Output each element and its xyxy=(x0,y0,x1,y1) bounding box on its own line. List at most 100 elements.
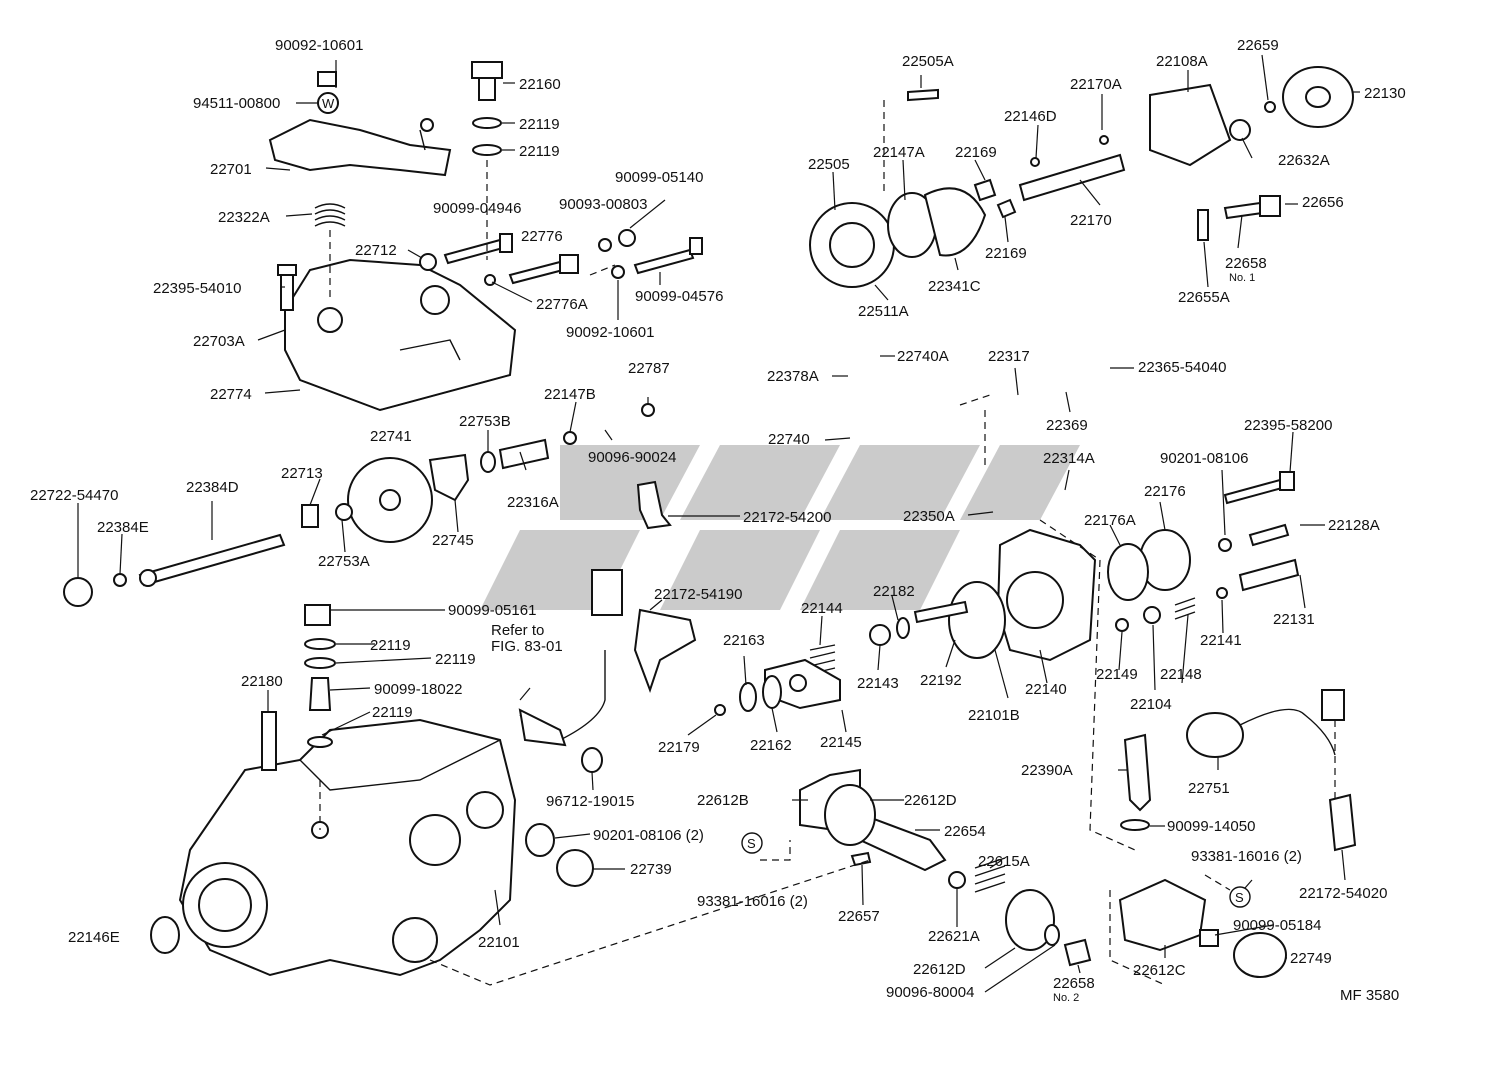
part-label: 22172-54200 xyxy=(743,509,831,526)
part-label: 22179 xyxy=(658,739,700,756)
part-label: 22741 xyxy=(370,428,412,445)
part-label: 22172-54020 xyxy=(1299,885,1387,902)
part-label: 22119 xyxy=(435,651,476,668)
part-label: 22176 xyxy=(1144,483,1186,500)
circle-letter-s: S xyxy=(1235,890,1244,905)
part-label: 22654 xyxy=(944,823,986,840)
leader-lines xyxy=(77,54,1360,993)
assembly-dashed-lines xyxy=(319,100,1336,986)
part-label: 96712-19015 xyxy=(546,793,634,810)
part-label: 22172-54190 xyxy=(654,586,742,603)
part-label: 22511A xyxy=(858,303,909,320)
part-label: 22655A xyxy=(1178,289,1230,306)
part-label: 22612B xyxy=(697,792,749,809)
part-label: 93381-16016 (2) xyxy=(1191,848,1302,865)
part-label: 22612D xyxy=(904,792,957,809)
part-label: 22395-54010 xyxy=(153,280,241,297)
part-label: 90092-10601 xyxy=(275,37,363,54)
part-label: 22384E xyxy=(97,519,149,536)
part-label: 22148 xyxy=(1160,666,1202,683)
part-label: 22322A xyxy=(218,209,270,226)
part-label: 22751 xyxy=(1188,780,1230,797)
part-labels: 90092-10601 94511-00800 22701 22322A 221… xyxy=(30,37,1406,1004)
part-label: 22317 xyxy=(988,348,1030,365)
part-label: 22384D xyxy=(186,479,239,496)
timer-cover-drawing xyxy=(799,768,1287,978)
part-label: 94511-00800 xyxy=(193,95,280,112)
governor-cover-drawing xyxy=(284,258,517,412)
part-label: 22365-54040 xyxy=(1138,359,1226,376)
part-label: 22341C xyxy=(928,278,981,295)
part-label: 22143 xyxy=(857,675,899,692)
part-label: 22130 xyxy=(1364,85,1406,102)
part-label: 22147B xyxy=(544,386,596,403)
part-label: 22615A xyxy=(978,853,1030,870)
part-label: 22713 xyxy=(281,465,323,482)
part-label: 22740A xyxy=(897,348,949,365)
part-label: 90099-05140 xyxy=(615,169,703,186)
lower-left-parts-drawing xyxy=(150,569,697,954)
part-label: 22390A xyxy=(1021,762,1073,779)
part-label: 22740 xyxy=(768,431,810,448)
part-label: 90099-05161 xyxy=(448,602,536,619)
fuel-cut-valve-drawing xyxy=(1120,689,1357,852)
part-label: 22128A xyxy=(1328,517,1380,534)
part-label: 22378A xyxy=(767,368,819,385)
part-label: 90096-90024 xyxy=(588,449,676,466)
part-label: 90201-08106 (2) xyxy=(593,827,704,844)
part-label: 22505 xyxy=(808,156,850,173)
part-label: 90099-05184 xyxy=(1233,917,1321,934)
part-label: 22145 xyxy=(820,734,862,751)
part-label: 90099-14050 xyxy=(1167,818,1255,835)
spring-22322a-drawing xyxy=(314,203,346,227)
gear-22741-drawing xyxy=(301,457,433,543)
injection-pump-head-drawing xyxy=(714,528,1097,716)
part-label: 22658 xyxy=(1225,255,1267,272)
part-label: 22146E xyxy=(68,929,120,946)
part-label: 22169 xyxy=(955,144,997,161)
part-label: 90099-04946 xyxy=(433,200,521,217)
part-label: 22612C xyxy=(1133,962,1186,979)
circle-letter-w: W xyxy=(322,96,335,111)
part-label: 22753A xyxy=(318,553,370,570)
part-label: 22119 xyxy=(519,143,560,160)
part-label: 22632A xyxy=(1278,152,1330,169)
part-label: FIG. 83-01 xyxy=(491,638,563,655)
part-label: 22119 xyxy=(519,116,560,133)
part-label: 22621A xyxy=(928,928,980,945)
part-label: 22659 xyxy=(1237,37,1279,54)
pump-housing-drawing xyxy=(178,718,517,977)
part-label: No. 2 xyxy=(1053,992,1079,1004)
part-label: 22163 xyxy=(723,632,765,649)
part-label: 22169 xyxy=(985,245,1027,262)
bolt-22160-drawing xyxy=(471,61,503,156)
part-label: 22108A xyxy=(1156,53,1208,70)
part-label: 22162 xyxy=(750,737,792,754)
part-label: 22712 xyxy=(355,242,397,259)
part-label: 22180 xyxy=(241,673,283,690)
part-label: Refer to xyxy=(491,622,544,639)
part-label: 22170 xyxy=(1070,212,1112,229)
part-label: 22149 xyxy=(1096,666,1138,683)
part-label: 22147A xyxy=(873,144,925,161)
part-label: 22395-58200 xyxy=(1244,417,1332,434)
part-label: 22657 xyxy=(838,908,880,925)
part-label: 90099-04576 xyxy=(635,288,723,305)
part-label: 22141 xyxy=(1200,632,1242,649)
screws-top-drawing xyxy=(277,229,703,311)
part-label: 22612D xyxy=(913,961,966,978)
part-label: 22140 xyxy=(1025,681,1067,698)
governor-lever-drawing xyxy=(268,118,452,177)
part-label: 22104 xyxy=(1130,696,1172,713)
part-label: 22176A xyxy=(1084,512,1136,529)
watermark-logo xyxy=(480,445,1080,610)
part-label: 90096-80004 xyxy=(886,984,974,1001)
part-label: 93381-16016 (2) xyxy=(697,893,808,910)
drive-shaft-22384d-drawing xyxy=(63,533,286,607)
part-label: 22146D xyxy=(1004,108,1057,125)
part-label: 22774 xyxy=(210,386,252,403)
part-label: 22119 xyxy=(372,704,413,721)
part-label: No. 1 xyxy=(1229,272,1255,284)
part-label: 22703A xyxy=(193,333,245,350)
